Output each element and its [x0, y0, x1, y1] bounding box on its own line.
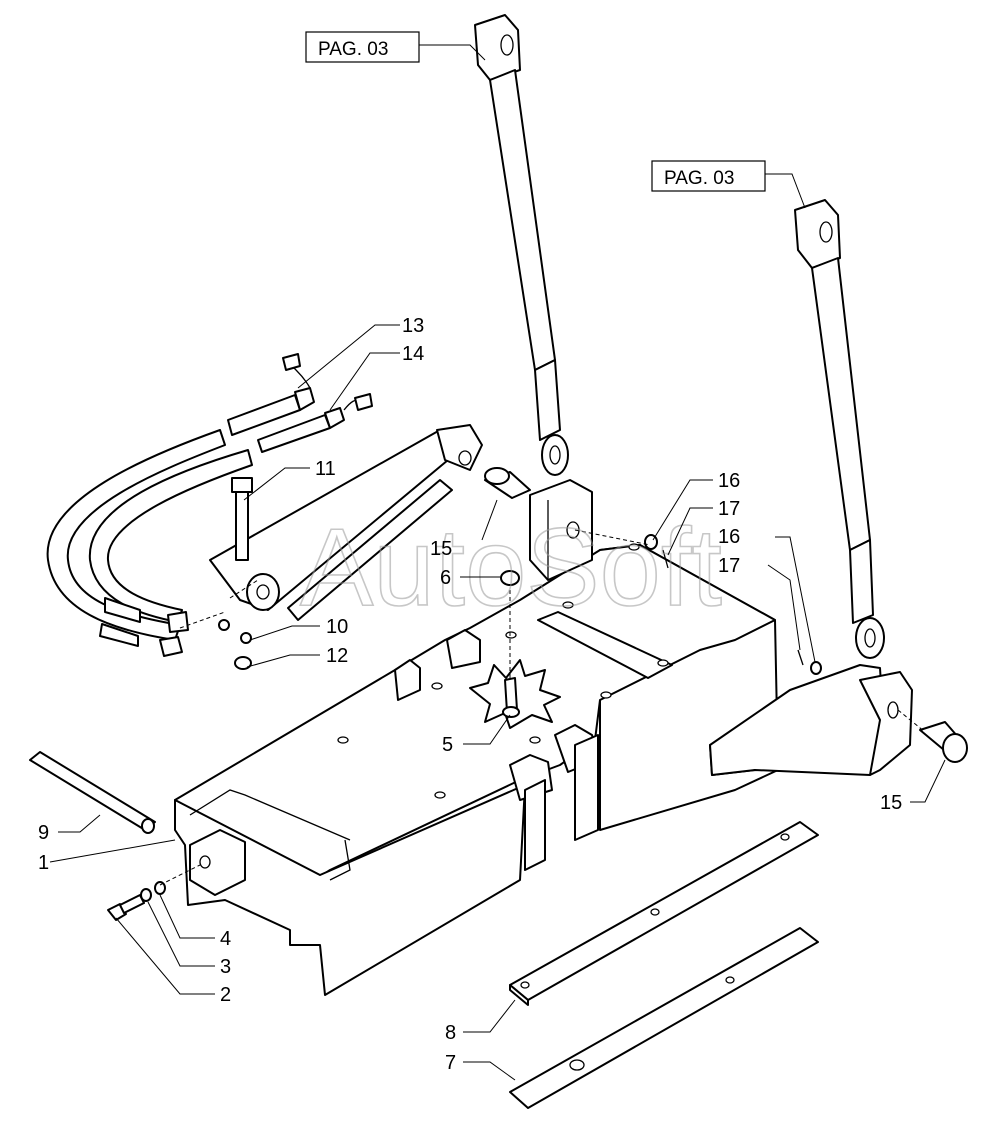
callout-6: 6 [440, 567, 451, 589]
callout-15-right: 15 [880, 792, 902, 814]
callout-17-right: 17 [718, 555, 740, 577]
callouts: 13 14 11 15 6 16 17 16 17 10 12 5 15 9 1… [38, 315, 902, 1074]
callout-13: 13 [402, 315, 424, 337]
callout-16-top: 16 [718, 470, 740, 492]
page-ref-right-label: PAG. 03 [664, 168, 734, 189]
assembly-lines [159, 529, 926, 886]
left-post [529, 479, 593, 581]
pin-15-right [919, 721, 968, 763]
bolt-11 [231, 477, 253, 561]
callout-leaders [49, 324, 946, 1081]
callout-3: 3 [220, 956, 231, 978]
callout-10: 10 [326, 616, 348, 638]
plate-8 [509, 821, 819, 1006]
pin-15-top [484, 467, 531, 499]
page-ref-right: PAG. 03 [651, 160, 806, 209]
callout-17-top: 17 [718, 498, 740, 520]
main-frame [174, 543, 779, 996]
callout-14: 14 [402, 343, 424, 365]
watermark: AutoSoft [300, 506, 722, 629]
callout-8: 8 [445, 1022, 456, 1044]
callout-16-right: 16 [718, 526, 740, 548]
right-arm-bracket [709, 664, 913, 776]
page-ref-left: PAG. 03 [305, 31, 486, 63]
callout-9: 9 [38, 822, 49, 844]
callout-11: 11 [315, 458, 336, 480]
callout-7: 7 [445, 1052, 456, 1074]
callout-1: 1 [38, 852, 49, 874]
hydraulic-cylinder [209, 424, 483, 621]
callout-5: 5 [442, 734, 453, 756]
front-block [107, 829, 246, 921]
lift-rod-left [474, 14, 569, 476]
callout-12: 12 [326, 645, 348, 667]
pin-9 [29, 751, 156, 834]
plate-7 [509, 927, 819, 1109]
callout-4: 4 [220, 928, 231, 950]
lift-rod-right [794, 199, 885, 659]
callout-2: 2 [220, 984, 231, 1006]
callout-15-top: 15 [430, 538, 452, 560]
page-ref-left-label: PAG. 03 [318, 39, 388, 60]
